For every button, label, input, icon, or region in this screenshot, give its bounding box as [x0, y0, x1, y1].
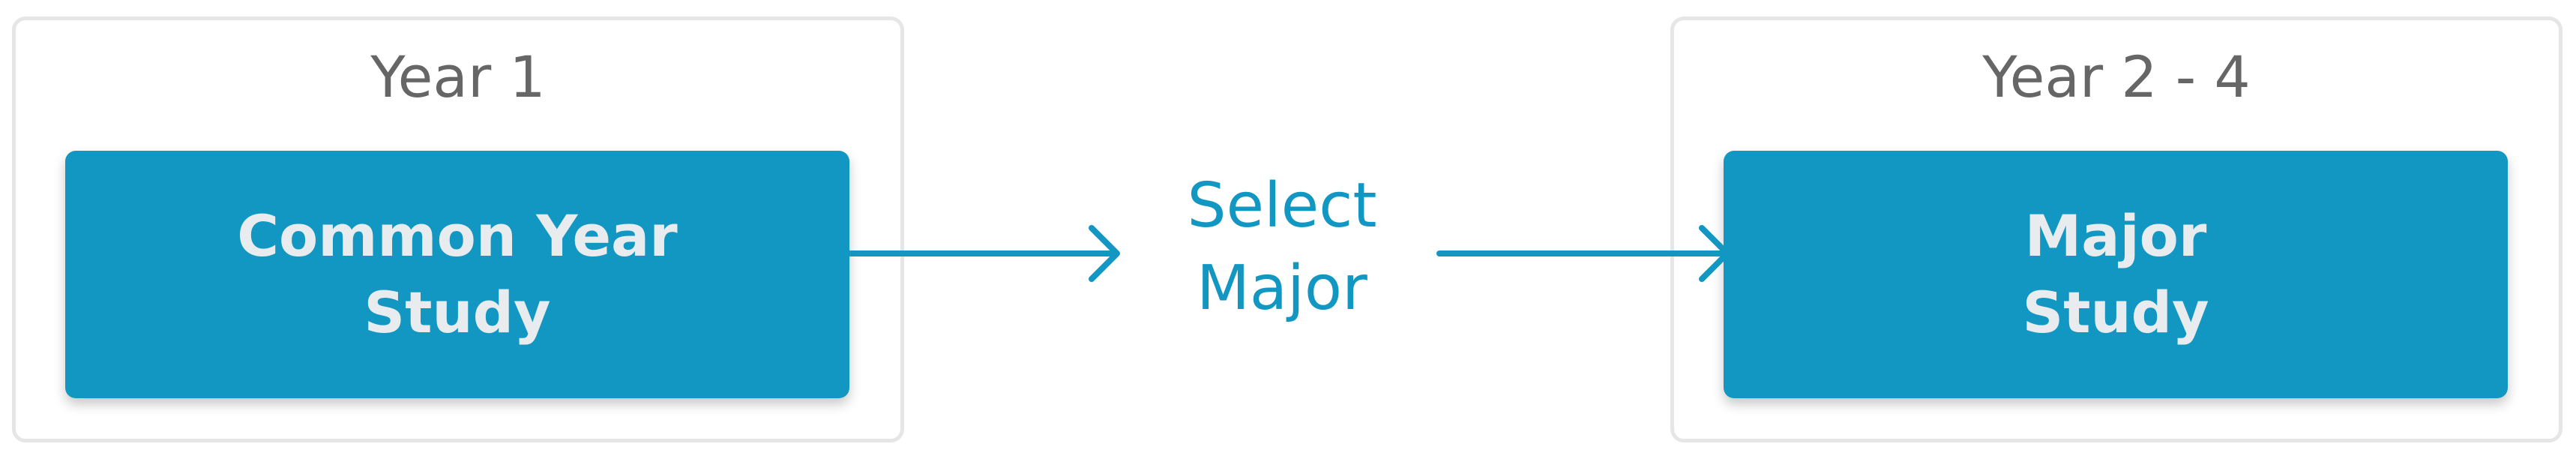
- arrow-to-select-major: [844, 225, 1120, 282]
- arrow-to-major-study: [1436, 225, 1730, 282]
- stage-period-title: Year 1: [370, 44, 546, 110]
- stage-label: Common Year Study: [237, 202, 678, 346]
- stage-box-common-year-study: Common Year Study: [65, 151, 849, 398]
- stage-period-title: Year 2 - 4: [1982, 44, 2251, 110]
- stage-panel-year-2-4: Year 2 - 4 Major Study: [1670, 16, 2563, 442]
- stage-label: Major Study: [2022, 202, 2209, 346]
- stage-panel-year-1: Year 1 Common Year Study: [12, 16, 904, 442]
- stage-box-major-study: Major Study: [1724, 151, 2508, 398]
- transition-label-select-major: Select Major: [1187, 170, 1377, 324]
